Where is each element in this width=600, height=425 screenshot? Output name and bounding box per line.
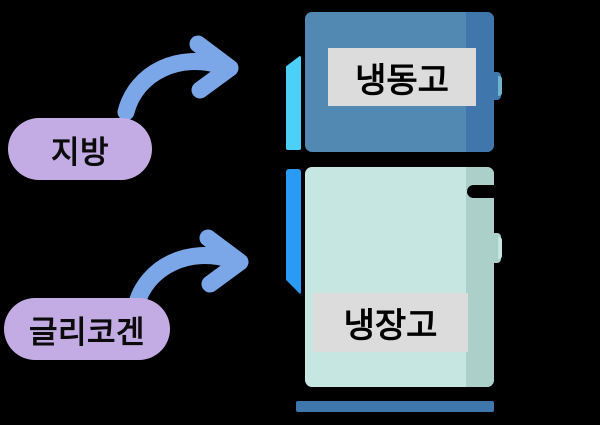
fridge-side-panel [466,167,494,387]
fridge-door-handle[interactable] [467,185,501,198]
appliance-base-bar [296,401,494,412]
fridge-handle-notch-highlight [498,237,502,259]
fridge-unit [278,163,502,391]
fridge-accent-strip [286,169,301,295]
arrow-glycogen-to-fridge [127,229,249,315]
fridge-door[interactable] [305,167,501,387]
freezer-accent-strip [286,55,301,150]
fridge-handle-notch[interactable] [491,233,501,263]
freezer-handle-notch-highlight [498,76,502,96]
freezer-handle-notch[interactable] [491,72,501,100]
fridge-door-label: 냉장고 [313,293,468,352]
arrow-fat-to-freezer [117,35,239,121]
label-fat: 지방 [8,118,152,180]
label-glycogen: 글리코겐 [4,298,170,360]
freezer-door-label: 냉동고 [328,48,476,106]
